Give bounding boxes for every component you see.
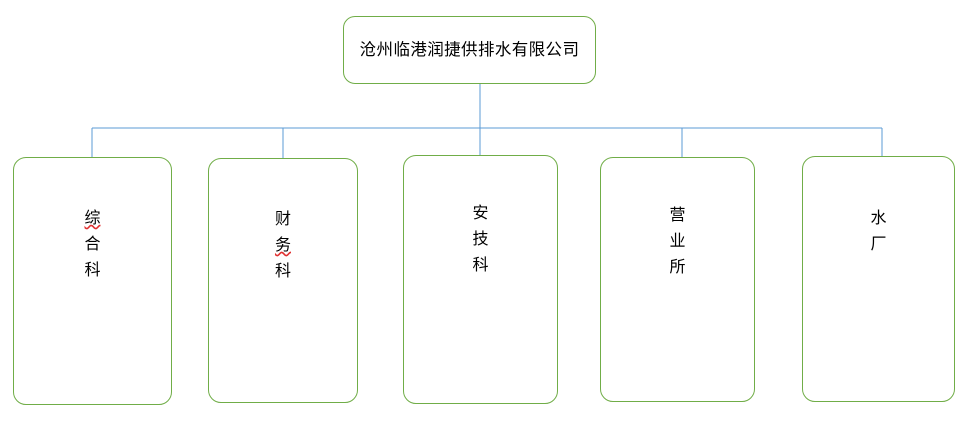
node-department-3-char-0: 安 [472, 203, 489, 222]
node-department-3-label: 安 技 科 [472, 200, 488, 278]
node-department-5-char-1: 厂 [870, 233, 887, 253]
node-department-4-char-1: 业 [669, 230, 686, 250]
node-department-2[interactable]: 财 务 科 [208, 158, 358, 403]
node-department-5-char-0: 水 [870, 208, 887, 227]
node-department-1-char-1: 合 [84, 233, 101, 253]
node-department-2-char-0: 财 [274, 209, 291, 228]
node-root-company[interactable]: 沧州临港润捷供排水有限公司 [343, 16, 596, 84]
node-department-2-char-2: 科 [274, 260, 291, 280]
node-department-3-char-1: 技 [472, 228, 489, 248]
node-department-2-label: 财 务 科 [275, 206, 291, 284]
node-root-label: 沧州临港润捷供排水有限公司 [359, 39, 580, 59]
node-department-4-label: 营 业 所 [669, 202, 685, 280]
node-department-4-char-0: 营 [669, 205, 686, 224]
node-department-1-char-0: 综 [84, 208, 101, 227]
node-department-1-char-2: 科 [84, 259, 101, 279]
node-department-2-char-1: 务 [274, 234, 291, 254]
node-department-1-label: 综 合 科 [84, 205, 100, 283]
node-department-5-label: 水 厂 [870, 205, 886, 257]
node-department-1[interactable]: 综 合 科 [13, 157, 172, 405]
node-department-3[interactable]: 安 技 科 [403, 155, 558, 404]
node-department-4[interactable]: 营 业 所 [600, 157, 755, 402]
node-department-3-char-2: 科 [472, 254, 489, 274]
node-department-4-char-2: 所 [669, 256, 686, 276]
node-department-5[interactable]: 水 厂 [802, 156, 955, 402]
